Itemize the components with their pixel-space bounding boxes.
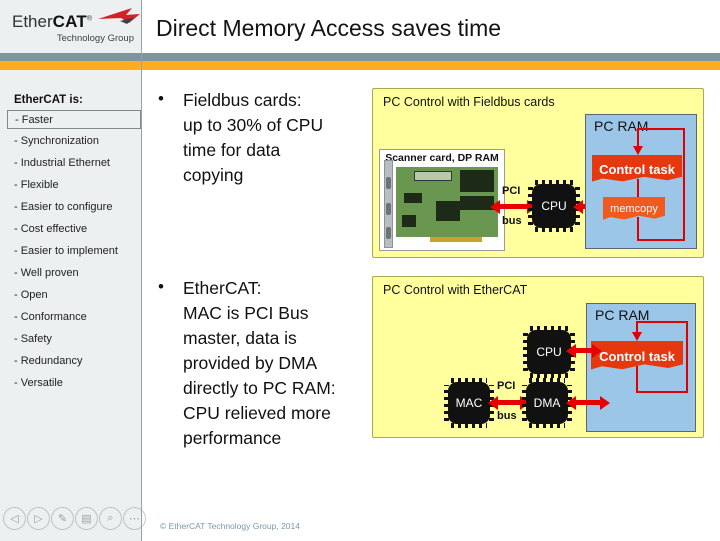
ethercat-logo: EtherCAT® Technology Group [12,8,140,50]
page-title: Direct Memory Access saves time [156,15,502,41]
pci-label: PCI [502,185,521,197]
bus-label: bus [497,410,517,422]
chip-pins [530,373,568,378]
sidebar-item-open[interactable]: - Open [14,289,48,301]
logo-wordmark: EtherCAT® [12,8,140,32]
cpu-chip-label: CPU [532,184,576,228]
header-stripe-gray [0,53,720,61]
diagram-pc-control-ethercat: PC Control with EtherCAT PC RAM Control … [372,276,704,438]
diagram-pc-control-fieldbus: PC Control with Fieldbus cards Scanner c… [372,88,704,258]
sidebar-item-easier-to-configure[interactable]: - Easier to configure [14,201,113,213]
control-task-box: Control task [591,341,683,370]
sidebar-heading: EtherCAT is: [14,94,83,106]
pci-bus-arrow [488,395,530,410]
sidebar-nav: EtherCAT is: - Faster - Synchronization … [0,90,141,396]
logo-text-ether: Ether [12,12,53,31]
header-stripe-orange [0,61,720,70]
copyright-text: © EtherCAT Technology Group, 2014 [160,521,300,531]
scanner-card-caption: Scanner card, DP RAM [385,152,499,164]
cpu-chip: CPU [523,326,575,378]
diagram-title: PC Control with EtherCAT [383,283,528,297]
bullet-fieldbus-cards: • Fieldbus cards: up to 30% of CPU time … [156,88,372,188]
control-loop-line [633,128,685,241]
more-options-icon[interactable]: ⋯ [123,507,146,530]
memcopy-box: memcopy [603,197,665,220]
card-chip [460,196,494,210]
previous-slide-button[interactable]: ◁ [3,507,26,530]
mac-chip: MAC [444,378,494,428]
sidebar-item-redundancy[interactable]: - Redundancy [14,355,83,367]
logo-tagline: Technology Group [56,33,134,44]
pci-bus-arrow [490,199,537,214]
sidebar-item-flexible[interactable]: - Flexible [14,179,59,191]
card-chip [404,193,422,203]
card-edge-connector [430,237,482,242]
next-slide-button[interactable]: ▷ [27,507,50,530]
scanner-card-image: Scanner card, DP RAM [379,149,505,251]
dma-chip-label: DMA [526,382,568,424]
bullet-text: Fieldbus cards: up to 30% of CPU time fo… [183,90,324,185]
chip-pins [522,385,527,421]
card-port [386,203,391,215]
vertical-divider [141,0,142,541]
dma-chip: DMA [522,378,572,428]
chip-pins [535,180,573,185]
sidebar-background [0,0,141,541]
logo-arrow-icon [96,6,142,31]
chip-pins [523,333,528,371]
mac-chip-label: MAC [448,382,490,424]
bus-label: bus [502,215,522,227]
chip-pins [528,187,533,225]
sidebar-item-versatile[interactable]: - Versatile [14,377,63,389]
card-chip [402,215,416,227]
sidebar-item-safety[interactable]: - Safety [14,333,52,345]
print-icon[interactable]: ▤ [75,507,98,530]
chip-pins [535,227,573,232]
chip-pins [530,326,568,331]
sidebar-item-conformance[interactable]: - Conformance [14,311,87,323]
card-port [386,177,391,189]
card-display [414,171,452,181]
bullet-text: EtherCAT: MAC is PCI Bus master, data is… [183,278,336,448]
pc-ram-label: PC RAM [594,118,649,134]
pc-ram-box: PC RAM Control task memcopy [585,114,697,249]
card-bracket [384,160,393,248]
sidebar-item-well-proven[interactable]: - Well proven [14,267,79,279]
control-loop-line [632,321,688,393]
sidebar-item-faster[interactable]: - Faster [7,110,141,129]
card-pcb [396,167,498,242]
card-chip [436,201,460,221]
sidebar-item-cost-effective[interactable]: - Cost effective [14,223,88,235]
card-chip [460,170,494,192]
registered-mark: ® [86,15,93,23]
cpu-chip-label: CPU [527,330,571,374]
zoom-icon[interactable]: ⌕ [99,507,122,530]
sidebar-item-easier-to-implement[interactable]: - Easier to implement [14,245,118,257]
bullet-marker: • [158,277,164,296]
dma-ram-arrow [566,395,610,410]
chip-pins [451,423,487,428]
card-port [386,227,391,239]
cpu-ram-arrow [566,343,602,358]
diagram-title: PC Control with Fieldbus cards [383,95,555,109]
bullet-ethercat-dma: • EtherCAT: MAC is PCI Bus master, data … [156,276,372,451]
chip-pins [451,378,487,383]
viewer-toolbar: ◁ ▷ ✎ ▤ ⌕ ⋯ [3,507,146,530]
pc-ram-label: PC RAM [595,307,650,323]
logo-text-cat: CAT [52,12,87,31]
control-task-box: Control task [592,155,682,182]
sidebar-item-synchronization[interactable]: - Synchronization [14,135,99,147]
pen-icon[interactable]: ✎ [51,507,74,530]
sidebar-item-industrial-ethernet[interactable]: - Industrial Ethernet [14,157,110,169]
chip-pins [529,378,565,383]
pci-label: PCI [497,380,516,392]
pc-ram-box: PC RAM Control task [586,303,696,432]
chip-pins [444,385,449,421]
chip-pins [529,423,565,428]
bullet-marker: • [158,89,164,108]
